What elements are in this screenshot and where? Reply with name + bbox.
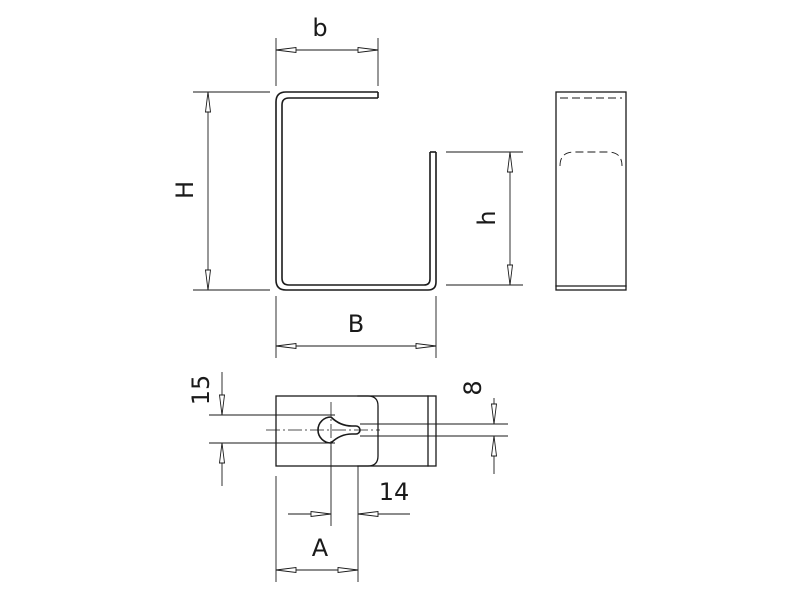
arrow-h-top	[506, 151, 514, 173]
arrow-b-left	[275, 46, 297, 54]
arrow-H-top	[204, 91, 212, 113]
arrow-8-bottom	[490, 435, 498, 457]
plate-tab-edge	[357, 395, 379, 467]
label-A: A	[312, 534, 329, 562]
arrow-B-left	[275, 342, 297, 350]
front-view: b H h B	[171, 14, 523, 358]
arrow-H-bottom	[204, 269, 212, 291]
arrow-15-bottom	[218, 442, 226, 464]
label-14: 14	[379, 478, 410, 506]
arrow-b-right	[357, 46, 379, 54]
arrow-14-right	[357, 510, 379, 518]
arrow-B-right	[415, 342, 437, 350]
hidden-line-hook	[559, 151, 623, 167]
label-8: 8	[459, 380, 487, 395]
side-view-outline	[555, 91, 627, 291]
label-15: 15	[187, 375, 215, 406]
arrow-8-top	[490, 403, 498, 425]
arrow-h-bottom	[506, 264, 514, 286]
label-H: H	[171, 181, 199, 199]
label-b: b	[312, 14, 327, 42]
arrow-14-left	[310, 510, 332, 518]
hook-profile-inner	[281, 97, 431, 286]
arrow-A-left	[275, 566, 297, 574]
label-B: B	[348, 310, 364, 338]
arrow-15-top	[218, 394, 226, 416]
top-view: 15 8 14 A	[187, 372, 508, 582]
side-view	[555, 91, 627, 291]
hook-profile-outer	[275, 91, 437, 291]
plate-outline	[275, 395, 437, 467]
arrow-A-right	[337, 566, 359, 574]
label-h: h	[473, 210, 501, 225]
